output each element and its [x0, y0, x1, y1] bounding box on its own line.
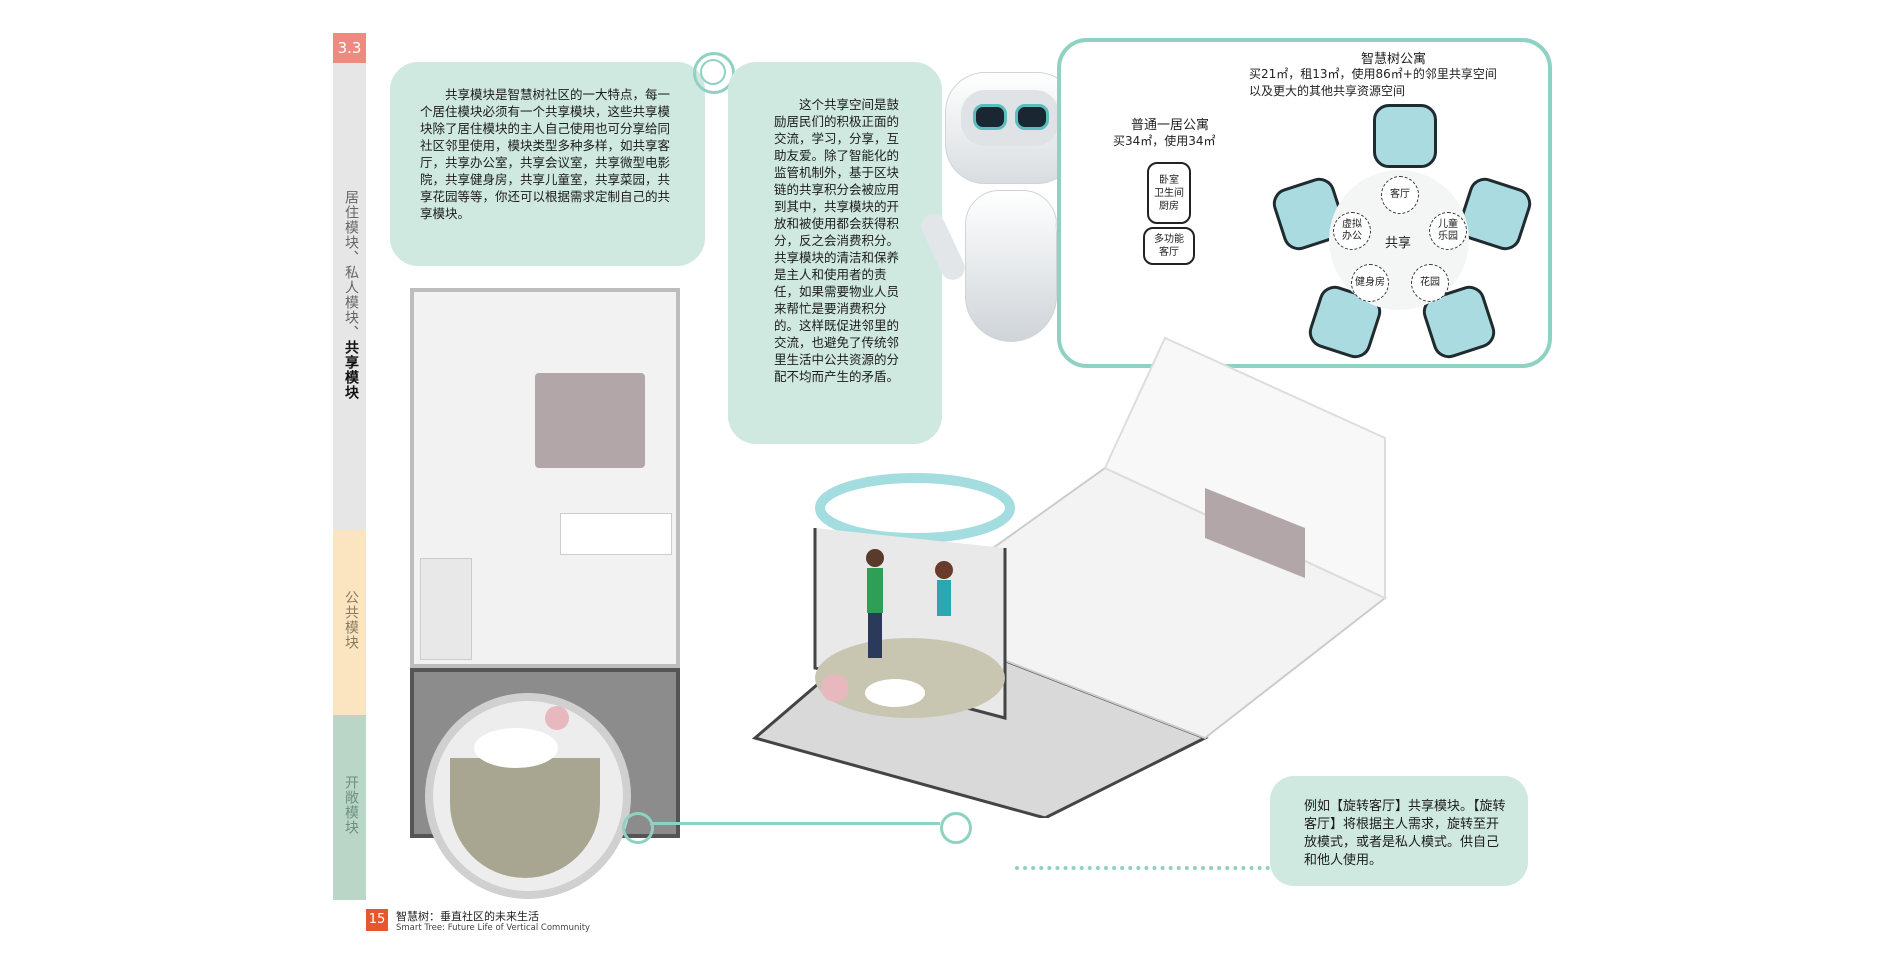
dotted-connector [1015, 866, 1270, 870]
outer-node-top [1373, 104, 1437, 168]
node-virtual-office: 虚拟 办公 [1333, 212, 1371, 250]
node-garden: 花园 [1411, 264, 1449, 302]
isometric-module-illustration [751, 336, 1387, 818]
connector-line [650, 822, 940, 825]
footer-title-en: Smart Tree: Future Life of Vertical Comm… [396, 923, 591, 933]
footer-title-cn: 智慧树：垂直社区的未来生活 [396, 910, 539, 923]
connector-ring-left [622, 812, 654, 844]
shared-center-label: 共享 [1385, 236, 1412, 251]
side-strip-bottom [333, 715, 366, 900]
smart-apartment-sub1: 买21㎡，租13㎡，使用86㎡+的邻里共享空间 [1249, 67, 1497, 81]
normal-room-1: 卧室 卫生间 厨房 [1147, 162, 1191, 224]
page-number-badge: 15 [366, 909, 388, 931]
section-number: 3.3 [333, 33, 366, 63]
smart-apartment-sub2: 以及更大的其他共享资源空间 [1249, 84, 1406, 98]
side-tab-private: 居住模块、私人模块、共享模块 [341, 190, 361, 400]
side-strip-middle [333, 530, 366, 715]
smart-apartment-title: 智慧树公寓 [1361, 52, 1427, 67]
side-tab-bold-label: 共享模块 [343, 340, 359, 400]
left-text-bubble: 共享模块是智慧树社区的一大特点，每一个居住模块必须有一个共享模块，这些共享模块除… [390, 62, 705, 266]
normal-apartment-sub: 买34㎡，使用34㎡ [1113, 134, 1216, 148]
robot-right-eye [1015, 104, 1049, 130]
node-gym: 健身房 [1351, 264, 1389, 302]
side-tab-open: 开敞模块 [343, 775, 359, 835]
bottom-right-bubble-text: 例如【旋转客厅】共享模块。【旋转客厅】将根据主人需求，旋转至开放模式，或者是私人… [1304, 799, 1506, 868]
side-strip-top [333, 33, 366, 530]
node-living-room: 客厅 [1381, 176, 1419, 214]
left-bubble-text: 共享模块是智慧树社区的一大特点，每一个居住模块必须有一个共享模块，这些共享模块除… [420, 87, 671, 221]
side-tab-public: 公共模块 [343, 590, 359, 650]
floor-plan [410, 288, 680, 899]
center-bubble-text: 这个共享空间是鼓励居民们的积极正面的交流，学习，分享，互助友爱。除了智能化的监管… [774, 97, 900, 384]
normal-room-2: 多功能 客厅 [1143, 227, 1195, 265]
center-text-bubble: 这个共享空间是鼓励居民们的积极正面的交流，学习，分享，互助友爱。除了智能化的监管… [728, 62, 942, 444]
connector-ring-right [940, 812, 972, 844]
connector-ring-top-inner [700, 59, 726, 85]
robot-illustration [917, 62, 1105, 362]
node-kids-park: 儿童 乐园 [1429, 212, 1467, 250]
normal-apartment-title: 普通一居公寓 [1131, 118, 1210, 133]
side-tab-light-label: 居住模块、私人模块、 [343, 190, 359, 340]
comparison-diagram: 普通一居公寓 买34㎡，使用34㎡ 卧室 卫生间 厨房 多功能 客厅 智慧树公寓… [1057, 38, 1552, 368]
bottom-right-text-bubble: 例如【旋转客厅】共享模块。【旋转客厅】将根据主人需求，旋转至开放模式，或者是私人… [1270, 776, 1528, 886]
robot-left-eye [973, 104, 1007, 130]
